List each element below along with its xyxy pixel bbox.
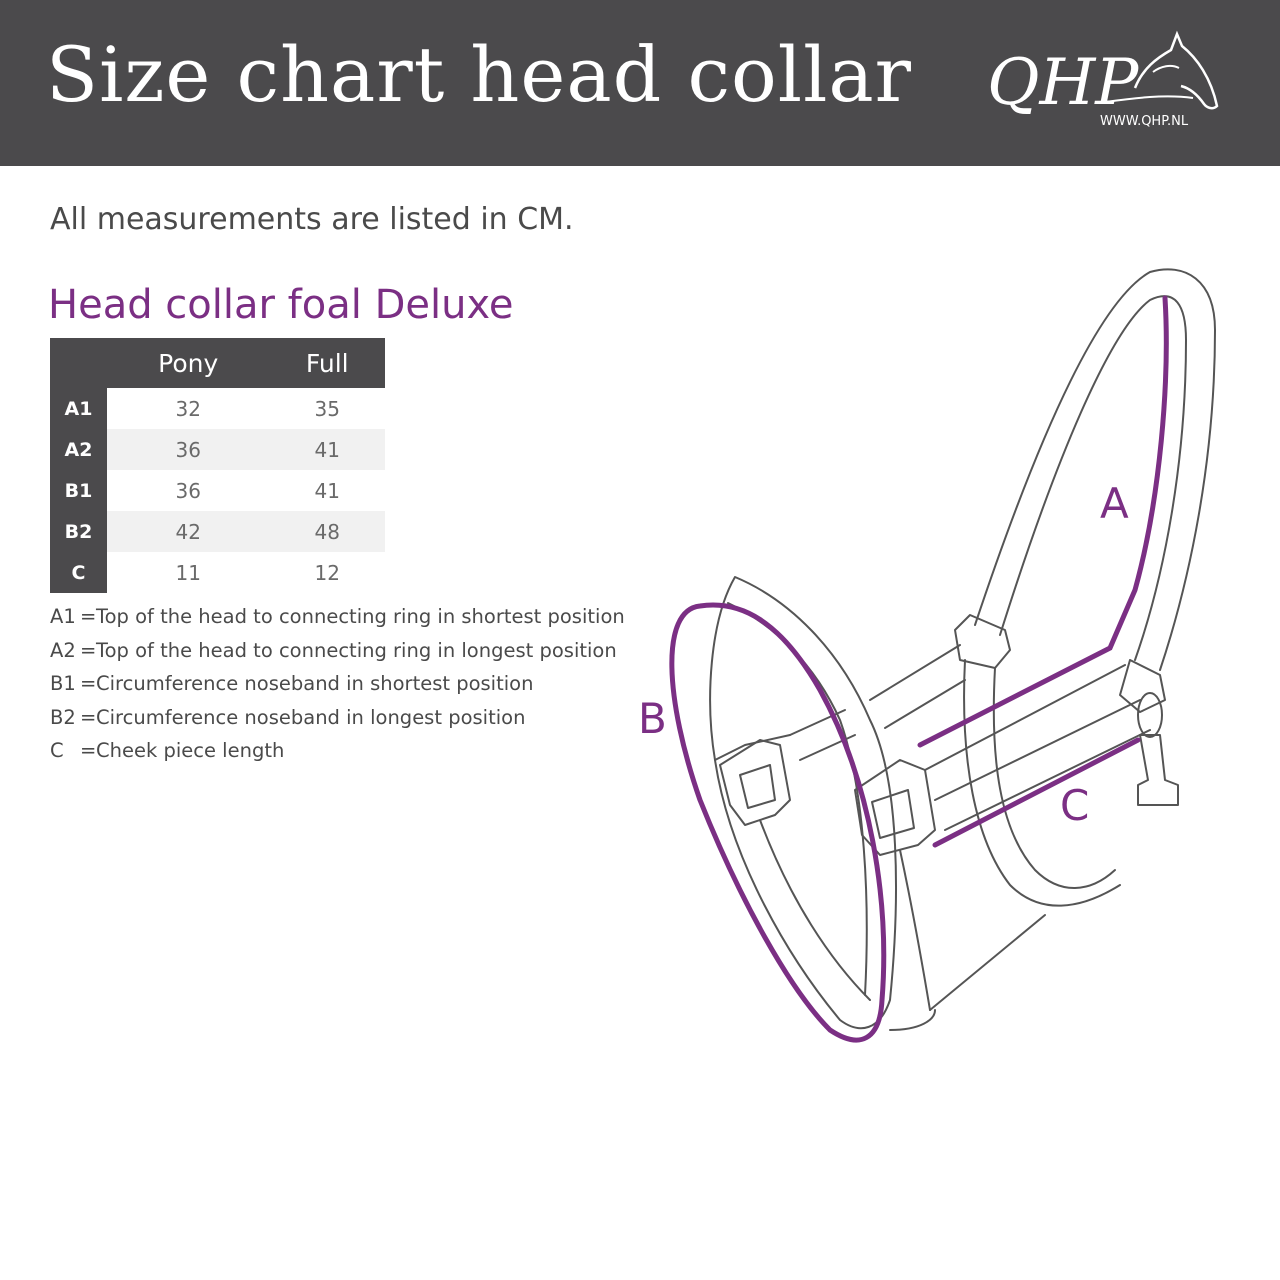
legend-item: B2=Circumference noseband in longest pos… xyxy=(50,701,625,735)
legend-code: B1 xyxy=(50,672,76,695)
size-table: Pony Full A1 32 35 A2 36 41 B1 36 41 B2 … xyxy=(50,338,385,593)
legend-equals: = xyxy=(80,705,97,729)
head-collar-outline xyxy=(709,268,1216,1031)
row-label: A1 xyxy=(50,388,107,429)
legend-item: A1=Top of the head to connecting ring in… xyxy=(50,600,625,634)
table-row: B2 42 48 xyxy=(50,511,385,552)
header-bar: Size chart head collar QHP WWW.QHP.NL xyxy=(0,0,1280,166)
legend-code: B2 xyxy=(50,705,76,729)
legend-code: A1 xyxy=(50,605,76,628)
horse-head-icon xyxy=(1133,30,1219,110)
row-label: B2 xyxy=(50,511,107,552)
cell-pony: 36 xyxy=(107,429,270,470)
column-header-pony: Pony xyxy=(107,338,270,388)
legend-item: B1=Circumference noseband in shortest po… xyxy=(50,667,625,701)
legend-text: Circumference noseband in shortest posit… xyxy=(96,672,534,695)
label-c: C xyxy=(1060,781,1089,830)
table-row: A1 32 35 xyxy=(50,388,385,429)
measure-line-a xyxy=(917,295,1169,748)
cell-full: 41 xyxy=(314,478,340,503)
row-label: B1 xyxy=(50,470,107,511)
legend-equals: = xyxy=(80,739,97,762)
legend: A1=Top of the head to connecting ring in… xyxy=(50,600,625,768)
cell-full: 48 xyxy=(269,511,385,552)
legend-text: Cheek piece length xyxy=(96,739,285,762)
legend-equals: = xyxy=(80,605,97,628)
row-label: A2 xyxy=(50,429,107,470)
measure-line-c xyxy=(932,737,1141,848)
table-header-row: Pony Full xyxy=(50,338,385,388)
legend-equals: = xyxy=(80,638,97,662)
label-b: B xyxy=(638,694,667,743)
label-a: A xyxy=(1100,479,1129,528)
table-corner xyxy=(50,338,107,388)
measure-line-b xyxy=(669,602,887,1043)
page-title: Size chart head collar xyxy=(46,30,913,119)
column-header-full: Full xyxy=(269,338,385,388)
cell-full: 12 xyxy=(314,560,340,585)
table-row: B1 36 41 xyxy=(50,470,385,511)
legend-equals: = xyxy=(80,672,97,695)
table-row: C 11 12 xyxy=(50,552,385,593)
legend-text: Top of the head to connecting ring in lo… xyxy=(96,638,617,662)
head-collar-diagram: A B C xyxy=(638,268,1216,1043)
legend-code: C xyxy=(50,739,64,762)
measurement-lines xyxy=(669,295,1169,1043)
cell-pony: 32 xyxy=(175,396,201,421)
cell-full: 35 xyxy=(314,396,340,421)
product-title: Head collar foal Deluxe xyxy=(48,282,514,328)
qhp-logo: QHP WWW.QHP.NL xyxy=(987,30,1219,129)
cell-pony: 36 xyxy=(175,478,201,503)
logo-text: QHP xyxy=(987,46,1139,120)
table-row: A2 36 41 xyxy=(50,429,385,470)
cell-full: 41 xyxy=(269,429,385,470)
legend-text: Top of the head to connecting ring in sh… xyxy=(96,605,625,628)
legend-code: A2 xyxy=(50,638,76,662)
cell-pony: 11 xyxy=(175,560,201,585)
row-label: C xyxy=(50,552,107,593)
logo-website: WWW.QHP.NL xyxy=(1100,114,1189,129)
legend-text: Circumference noseband in longest positi… xyxy=(96,705,526,729)
measurement-note: All measurements are listed in CM. xyxy=(50,202,574,237)
legend-item: C =Cheek piece length xyxy=(50,734,625,768)
cell-pony: 42 xyxy=(107,511,270,552)
legend-item: A2=Top of the head to connecting ring in… xyxy=(50,634,625,668)
